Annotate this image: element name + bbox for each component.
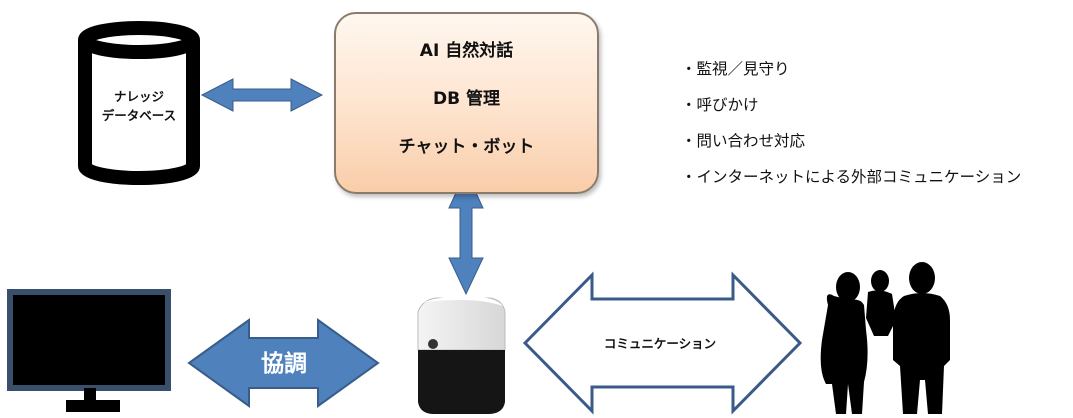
feature-item: ・呼びかけ — [681, 96, 759, 114]
communication-double-arrow — [522, 271, 803, 415]
database-label-line1: ナレッジ — [114, 89, 165, 104]
ai-box-line-3: チャット・ボット — [398, 137, 535, 157]
feature-item: ・インターネットによる外部コミュニケーション — [681, 168, 1022, 186]
feature-item: ・問い合わせ対応 — [681, 132, 806, 150]
cooperation-double-arrow — [187, 318, 380, 408]
robot-cube-icon — [417, 296, 506, 414]
monitor-icon — [7, 289, 171, 412]
cooperation-label: 協調 — [261, 350, 307, 377]
ai-dialogue-box: AI 自然対話 DB 管理 チャット・ボット — [334, 12, 599, 194]
feature-list: ・監視／見守り ・呼びかけ ・問い合わせ対応 ・インターネットによる外部コミュニ… — [681, 58, 1021, 202]
database-cylinder-icon: ナレッジ データベース — [78, 21, 200, 185]
ai-robot-double-arrow — [448, 169, 484, 296]
ai-box-line-2: DB 管理 — [433, 89, 500, 109]
ai-box-line-1: AI 自然対話 — [419, 41, 514, 61]
family-silhouette-icon — [820, 262, 950, 414]
database-label-line2: データベース — [102, 108, 176, 123]
feature-item: ・監視／見守り — [681, 60, 790, 78]
database-ai-double-arrow — [200, 78, 324, 112]
communication-label: コミュニケーション — [604, 336, 716, 351]
